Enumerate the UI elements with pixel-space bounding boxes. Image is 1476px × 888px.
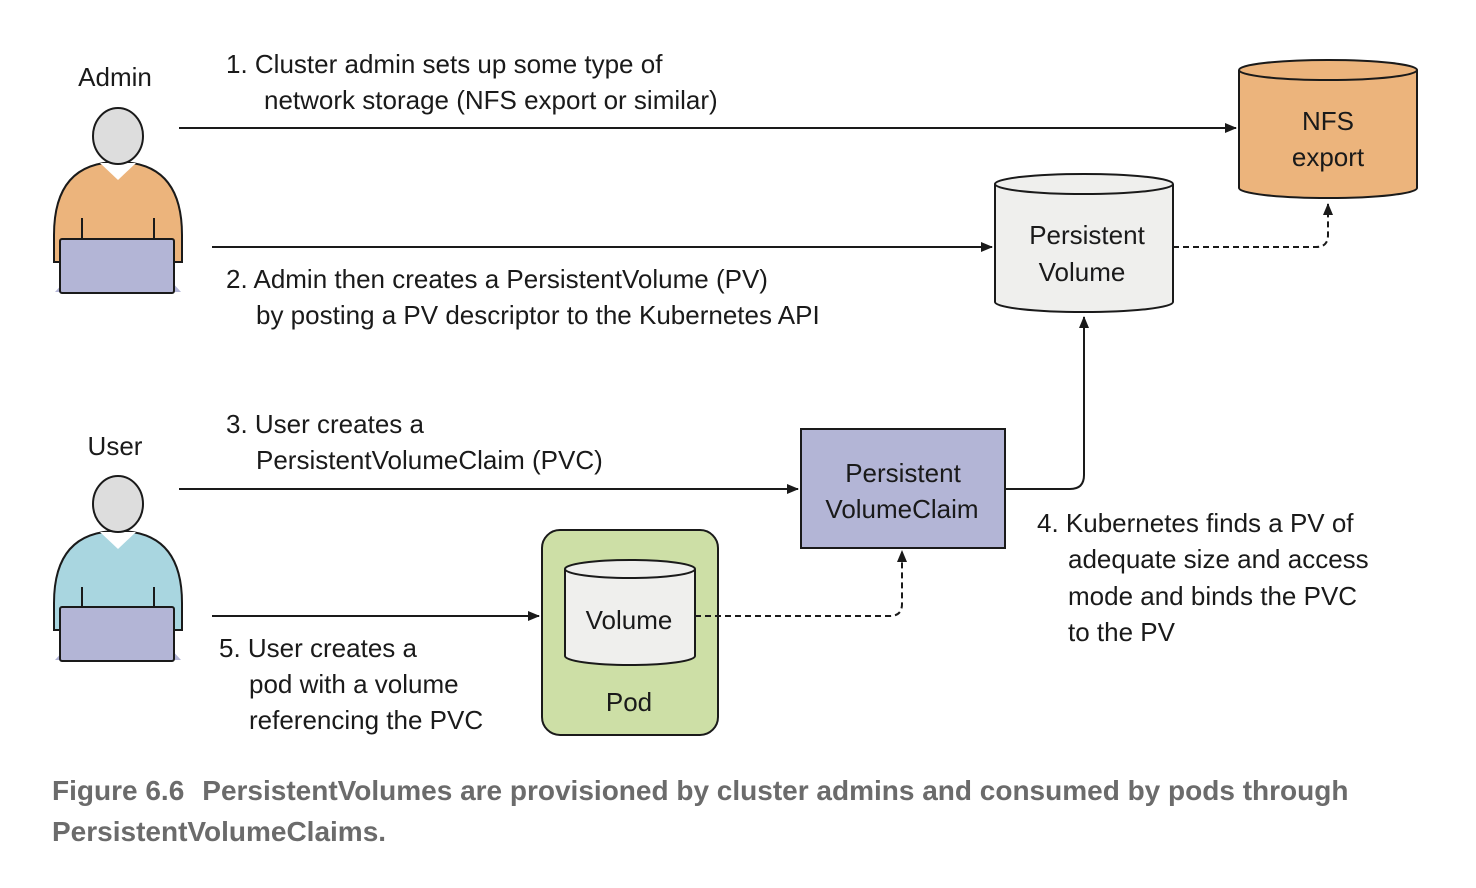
step3-line1: 3. User creates a — [226, 409, 425, 439]
nfs-export-node: NFS export — [1238, 59, 1418, 199]
nfs-label-line1: NFS — [1302, 106, 1354, 136]
figure-caption-text: PersistentVolumes are provisioned by clu… — [52, 775, 1349, 847]
step3-annotation: 3. User creates a PersistentVolumeClaim … — [226, 409, 603, 475]
step4-line4: to the PV — [1068, 617, 1176, 647]
step3-line2: PersistentVolumeClaim (PVC) — [256, 445, 603, 475]
arrow-pvc-to-pv — [1005, 316, 1089, 490]
step5-line1: 5. User creates a — [219, 633, 418, 663]
step2-line1: 2. Admin then creates a PersistentVolume… — [226, 264, 768, 294]
volume-node: Volume — [564, 559, 696, 666]
step4-line1: 4. Kubernetes finds a PV of — [1037, 508, 1354, 538]
pv-label-line2: Volume — [1039, 257, 1126, 287]
pvc-label-line2: VolumeClaim — [825, 494, 978, 524]
pod-label: Pod — [606, 687, 652, 717]
user-label: User — [88, 431, 143, 461]
arrow-pv-to-nfs — [1173, 203, 1333, 248]
step2-annotation: 2. Admin then creates a PersistentVolume… — [226, 264, 820, 330]
step1-line1: 1. Cluster admin sets up some type of — [226, 49, 663, 79]
step5-line2: pod with a volume — [249, 669, 459, 699]
admin-person-icon — [53, 107, 183, 294]
pod-node: Pod Volume — [541, 529, 719, 736]
nfs-label-line2: export — [1292, 142, 1365, 172]
admin-label: Admin — [78, 62, 152, 92]
pv-label-line1: Persistent — [1029, 220, 1145, 250]
step5-line3: referencing the PVC — [249, 705, 483, 735]
step4-line2: adequate size and access — [1068, 544, 1369, 574]
user-person-icon — [53, 475, 183, 662]
user-actor: User — [53, 431, 183, 662]
step4-line3: mode and binds the PVC — [1068, 581, 1357, 611]
arrow-volume-to-pvc — [695, 550, 907, 617]
step2-line2: by posting a PV descriptor to the Kubern… — [256, 300, 820, 330]
pvc-label-line1: Persistent — [845, 458, 961, 488]
volume-label: Volume — [586, 605, 673, 635]
step4-annotation: 4. Kubernetes finds a PV of adequate siz… — [1037, 508, 1369, 647]
figure-number: Figure 6.6 — [52, 775, 185, 806]
persistent-volume-claim-node: Persistent VolumeClaim — [800, 428, 1006, 549]
step5-annotation: 5. User creates a pod with a volume refe… — [219, 633, 483, 735]
admin-actor: Admin — [53, 62, 183, 294]
step1-annotation: 1. Cluster admin sets up some type of ne… — [226, 49, 718, 115]
step1-line2: network storage (NFS export or similar) — [264, 85, 718, 115]
persistent-volume-node: Persistent Volume — [994, 173, 1174, 313]
